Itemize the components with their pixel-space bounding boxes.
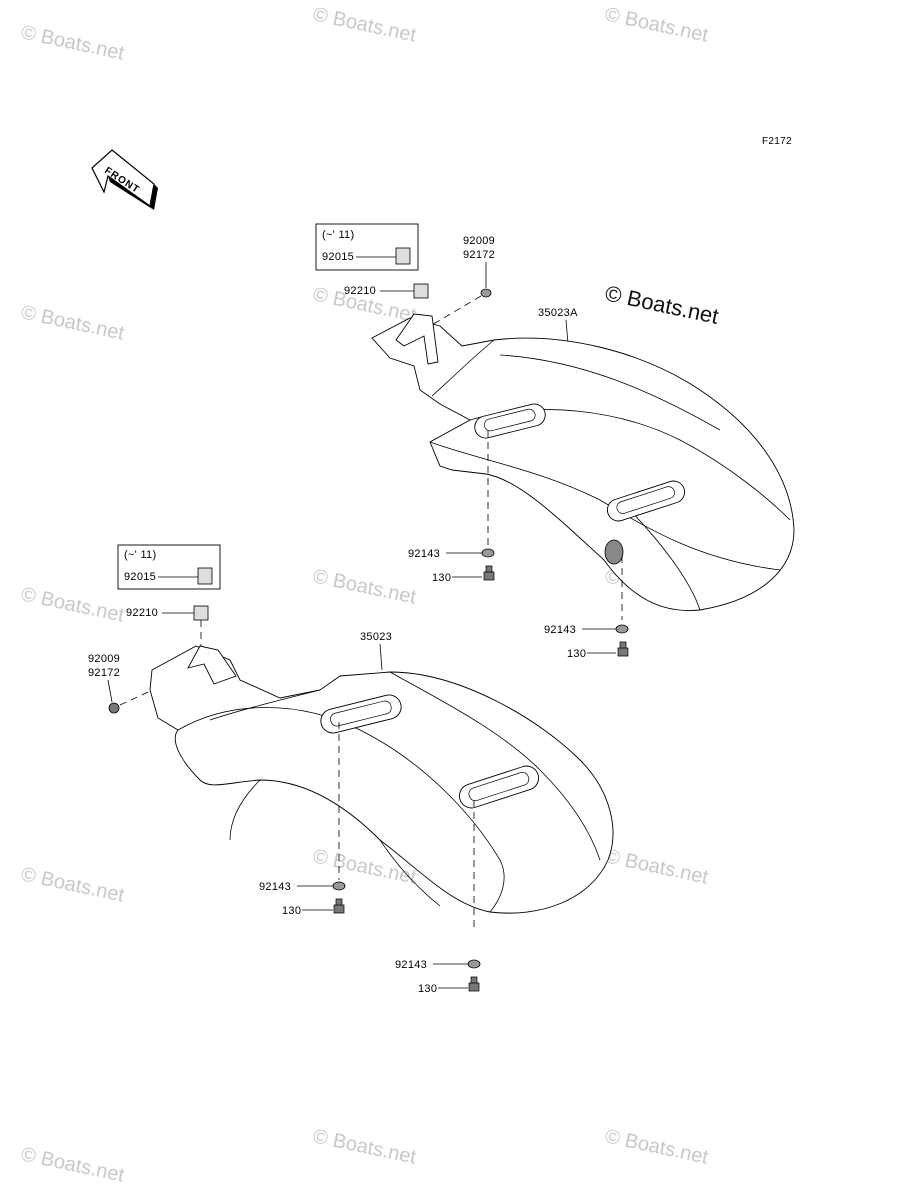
upper-clip-icon bbox=[413, 283, 429, 299]
upper-clip-label: 92210 bbox=[344, 285, 376, 297]
lower-bolt-icon bbox=[108, 702, 120, 714]
upper-washer-2-icon bbox=[615, 624, 629, 634]
upper-bolt-1-label: 130 bbox=[432, 572, 451, 584]
lower-inset-part-label: 92015 bbox=[124, 571, 156, 583]
lower-inset-clip-icon bbox=[197, 567, 213, 585]
lower-clip-label: 92210 bbox=[126, 607, 158, 619]
upper-washer-2-label: 92143 bbox=[544, 624, 576, 636]
upper-bolt-b-label: 92172 bbox=[463, 249, 495, 261]
lower-clip-icon bbox=[193, 605, 209, 621]
lower-washer-2-icon bbox=[467, 959, 481, 969]
upper-washer-1-icon bbox=[481, 548, 495, 558]
upper-inset-clip-icon bbox=[395, 247, 411, 265]
lower-assembly: (~' 11) 92015 92210 92009 92172 35023 bbox=[88, 544, 614, 995]
lower-bolt-2-label: 130 bbox=[418, 983, 437, 995]
upper-inset-title: (~' 11) bbox=[322, 229, 354, 241]
lower-washer-1-label: 92143 bbox=[259, 881, 291, 893]
lower-bracket bbox=[187, 645, 237, 685]
lower-washer-2-label: 92143 bbox=[395, 959, 427, 971]
upper-fender-label: 35023A bbox=[538, 307, 578, 319]
upper-inset-part-label: 92015 bbox=[322, 251, 354, 263]
upper-fender bbox=[371, 317, 795, 611]
watermark: © Boats.net bbox=[19, 583, 127, 626]
lower-bolt-b-label: 92172 bbox=[88, 667, 120, 679]
watermark: © Boats.net bbox=[311, 1125, 419, 1168]
watermark: © Boats.net bbox=[603, 845, 711, 888]
watermark-main: © Boats.net bbox=[603, 280, 721, 328]
lower-bolt-1-label: 130 bbox=[282, 905, 301, 917]
watermark: © Boats.net bbox=[19, 1143, 127, 1186]
watermark: © Boats.net bbox=[603, 3, 711, 46]
watermark: © Boats.net bbox=[311, 3, 419, 46]
watermark: © Boats.net bbox=[19, 863, 127, 906]
lower-bolt-a-label: 92009 bbox=[88, 653, 120, 665]
upper-bolt-2-icon bbox=[617, 641, 629, 657]
upper-bolt-a-label: 92009 bbox=[463, 235, 495, 247]
watermark: © Boats.net bbox=[603, 1125, 711, 1168]
lower-bolt-2-icon bbox=[468, 976, 480, 992]
lower-inset-title: (~' 11) bbox=[124, 549, 156, 561]
lower-bolt-1-icon bbox=[333, 898, 345, 914]
upper-bolt-1-icon bbox=[483, 565, 495, 581]
upper-bracket bbox=[395, 313, 439, 365]
watermark: © Boats.net bbox=[19, 301, 127, 344]
upper-bolt-icon bbox=[480, 288, 492, 298]
lower-fender-label: 35023 bbox=[360, 631, 392, 643]
watermark: © Boats.net bbox=[311, 565, 419, 608]
upper-washer-1-label: 92143 bbox=[408, 548, 440, 560]
figure-code: F2172 bbox=[762, 136, 792, 147]
lower-washer-1-icon bbox=[332, 881, 346, 891]
upper-assembly: (~' 11) 92015 92210 92009 92172 35023A bbox=[315, 223, 795, 660]
upper-bolt-2-label: 130 bbox=[567, 648, 586, 660]
front-arrow-icon: FRONT bbox=[91, 149, 158, 210]
watermark: © Boats.net bbox=[19, 21, 127, 64]
